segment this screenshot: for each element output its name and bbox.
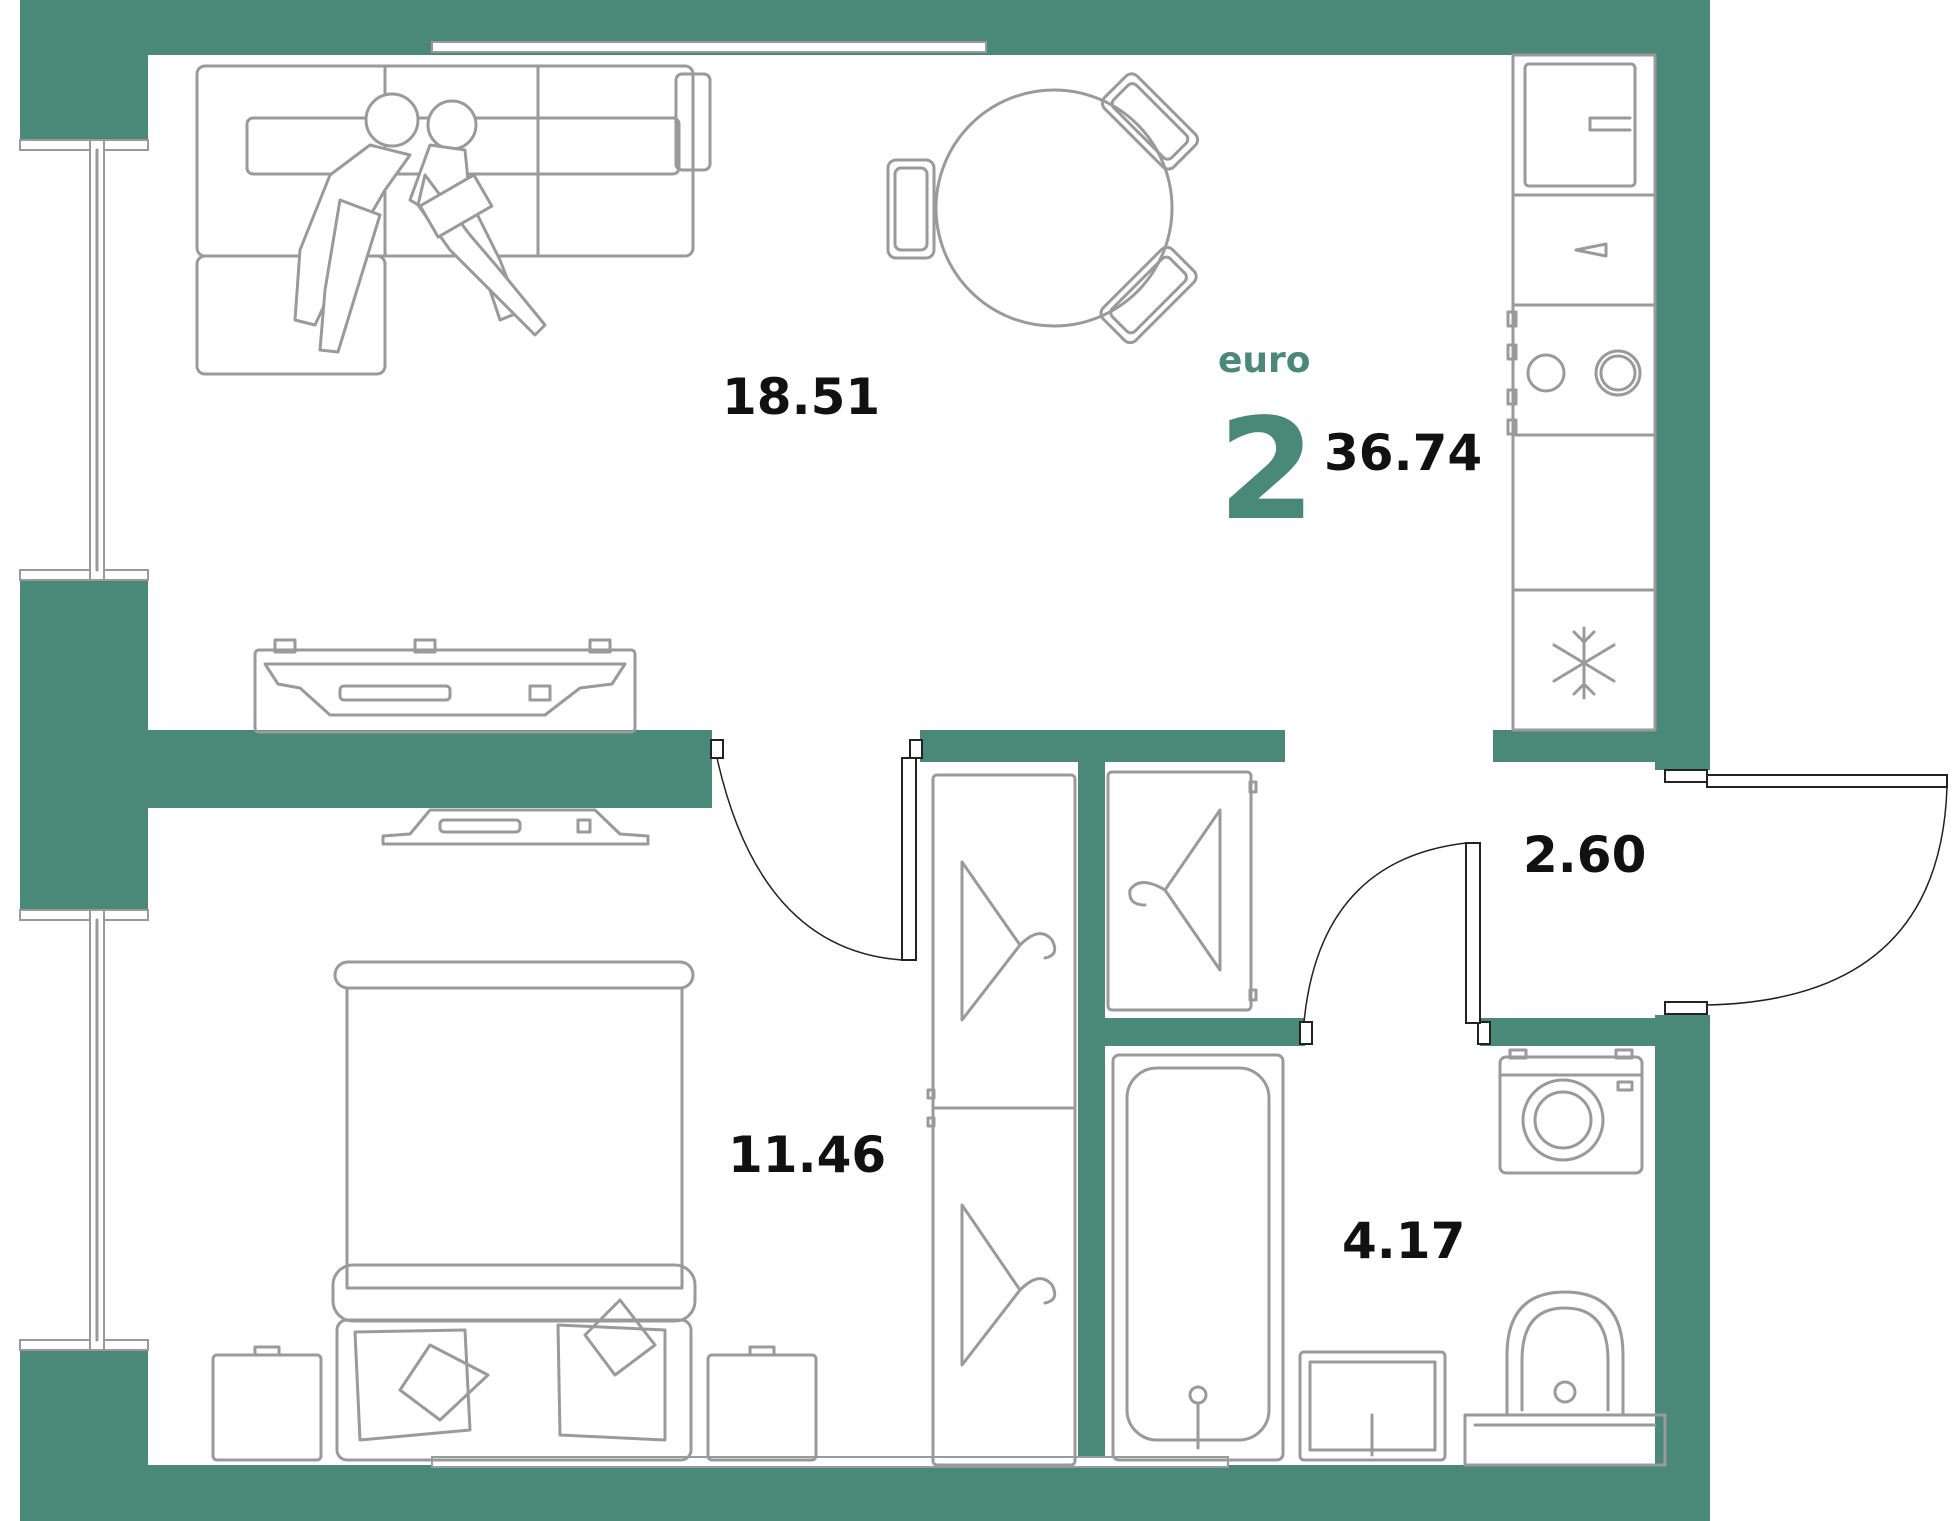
bathroom-sink: [1298, 1350, 1447, 1462]
tv-bedroom: [381, 808, 650, 846]
washing-machine: [1498, 1048, 1644, 1175]
door-entrance: [1664, 769, 1948, 1015]
people-on-sofa: [293, 92, 547, 354]
rooms-count-label: 2: [1218, 389, 1315, 552]
tv-stand: [253, 638, 637, 734]
flat-type-label: euro: [1218, 340, 1311, 381]
window-bottom: [431, 1456, 1229, 1468]
wardrobe-main: [926, 773, 1077, 1467]
window-top: [431, 41, 987, 53]
window-left-living: [19, 139, 149, 581]
walls: [20, 0, 1710, 1521]
total-area-label: 36.74: [1324, 424, 1482, 482]
snowflake-icon: [1552, 626, 1616, 700]
hallway-area-label: 2.60: [1523, 826, 1646, 884]
nightstand-left: [211, 1345, 323, 1462]
door-bathroom: [1299, 842, 1491, 1045]
bathroom-area-label: 4.17: [1342, 1212, 1465, 1270]
door-living-bedroom: [710, 739, 923, 961]
kitchen-sink: [1523, 62, 1637, 188]
toilet: [1463, 1290, 1667, 1467]
living-area-label: 18.51: [722, 368, 880, 426]
nightstand-right: [706, 1345, 818, 1462]
bed: [331, 960, 697, 1462]
faucet-icon: [1574, 242, 1608, 258]
bedroom-area-label: 11.46: [728, 1126, 886, 1184]
wardrobe-hall: [1106, 770, 1258, 1012]
kitchen-counter: [1511, 53, 1657, 732]
dining-table: [886, 72, 1200, 345]
bathtub: [1111, 1053, 1285, 1462]
window-left-bedroom: [19, 909, 149, 1351]
stove: [1506, 310, 1642, 436]
